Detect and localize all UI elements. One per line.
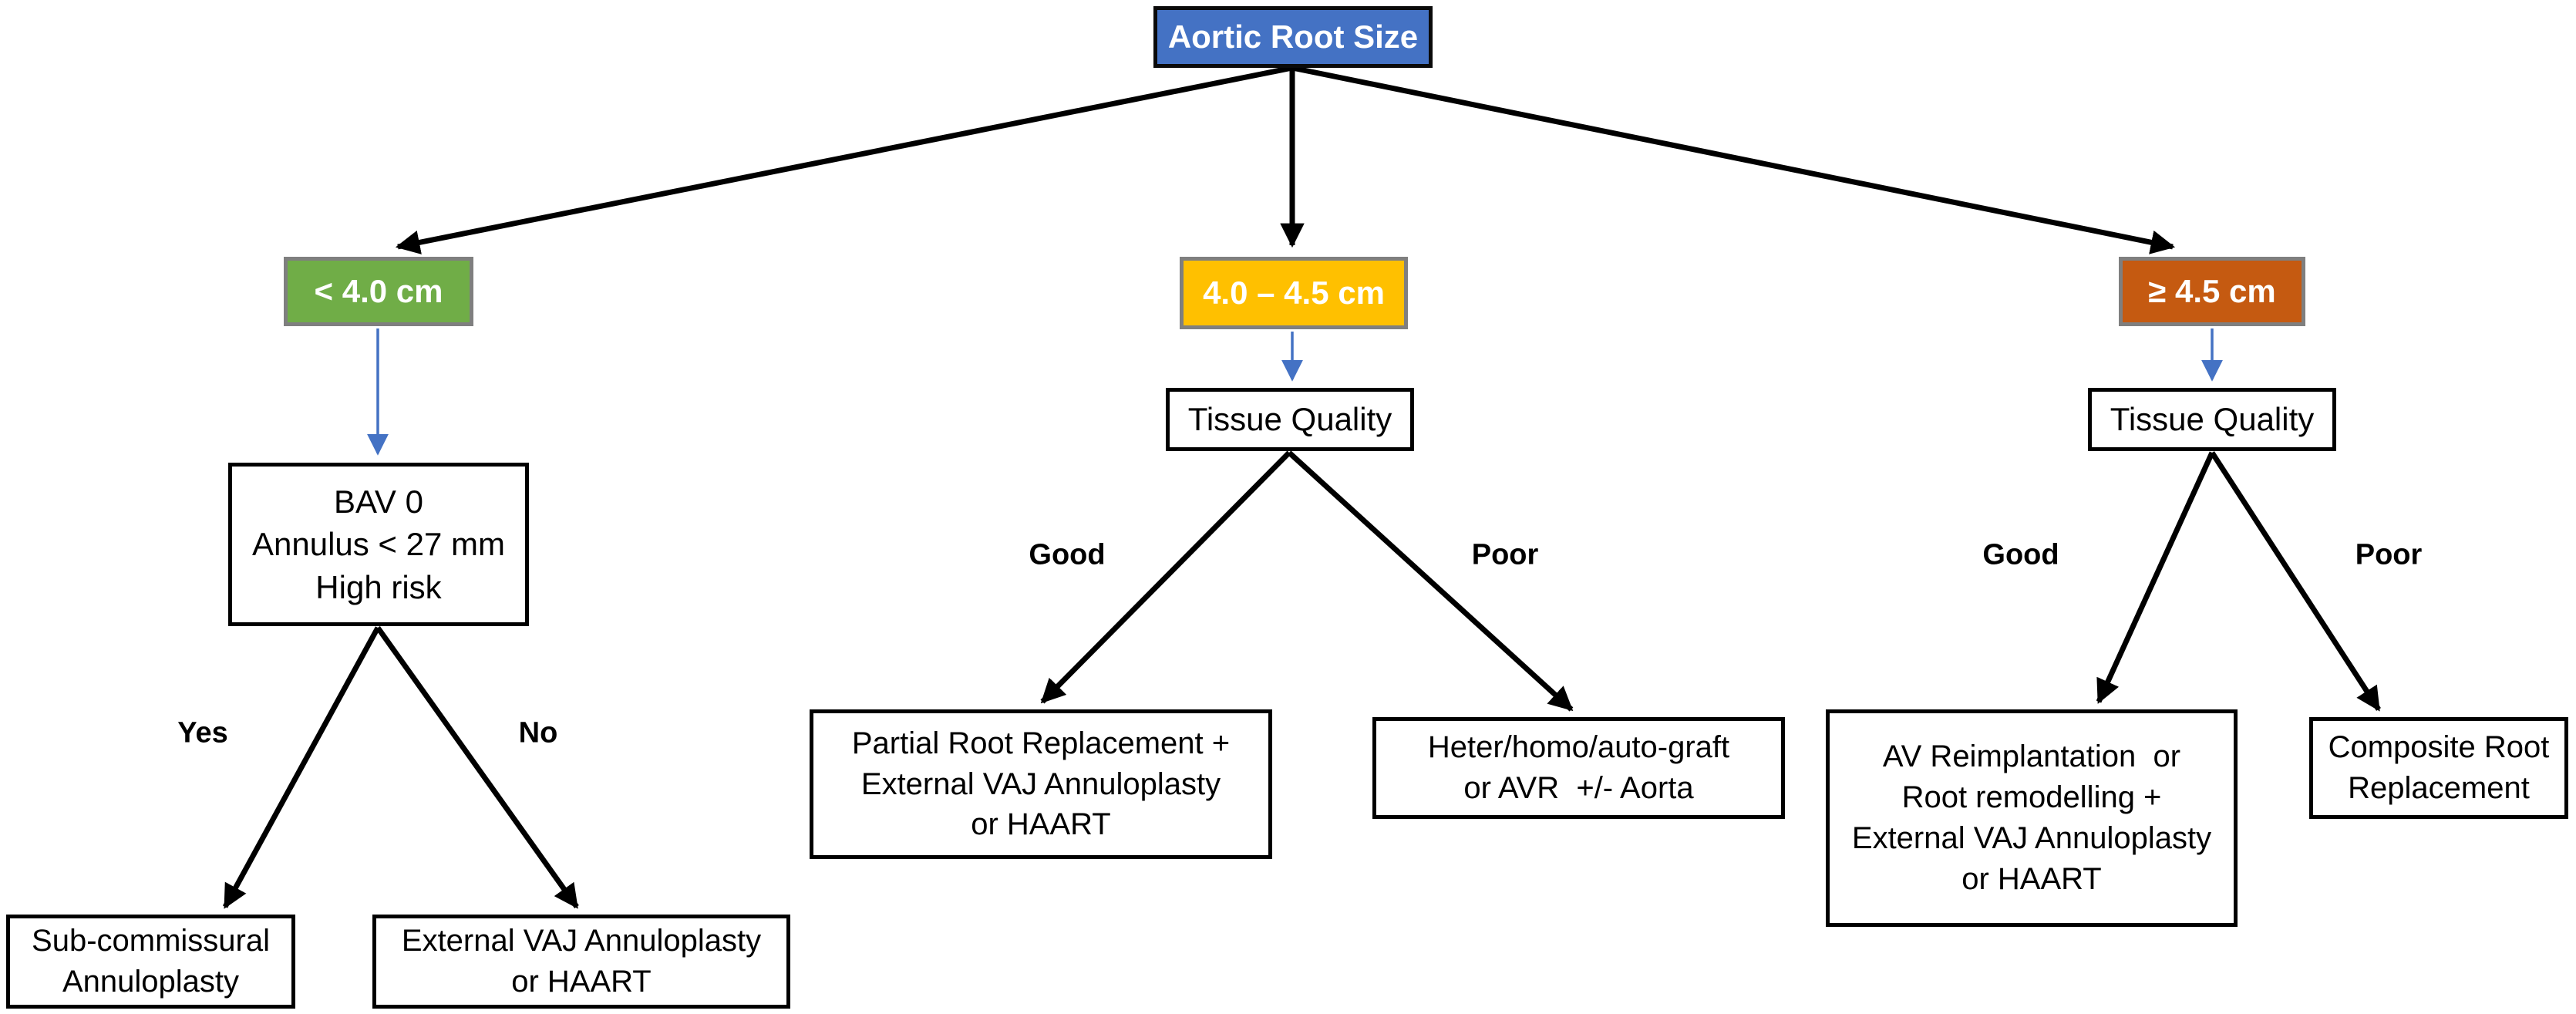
node-size-ge-4p5cm-label: ≥ 4.5 cm [2148,273,2276,310]
node-bav-criteria: BAV 0 Annulus < 27 mm High risk [228,463,529,626]
node-external-vaj-annuloplasty: External VAJ Annuloplasty or HAART [372,915,790,1009]
edge-root-to-lt40 [395,65,1293,254]
node-size-lt-4cm-label: < 4.0 cm [314,273,443,310]
node-size-4-to-4p5cm-label: 4.0 – 4.5 cm [1203,275,1385,312]
node-external-vaj-annuloplasty-label: External VAJ Annuloplasty or HAART [401,924,762,999]
edge-tq-good-to-av-reimplantation [2096,451,2215,704]
node-tissue-quality-mid: Tissue Quality [1166,388,1414,451]
node-size-lt-4cm: < 4.0 cm [284,257,473,326]
node-subcommissural-annuloplasty: Sub-commissural Annuloplasty [6,915,295,1009]
node-tissue-quality-right: Tissue Quality [2088,388,2336,451]
node-partial-root-replacement-label: Partial Root Replacement + External VAJ … [851,726,1231,842]
node-tissue-quality-mid-label: Tissue Quality [1187,401,1392,438]
edge-label-good-right: Good [1982,538,2059,571]
edge-tq-poor-to-graft-avr [1287,450,1574,712]
node-bav-criteria-label: BAV 0 Annulus < 27 mm High risk [251,483,505,605]
edge-label-no: No [518,716,558,750]
node-composite-root-replacement: Composite Root Replacement [2309,717,2568,819]
node-graft-or-avr-label: Heter/homo/auto-graft or AVR +/- Aorta [1427,730,1730,805]
node-aortic-root-size: Aortic Root Size [1153,6,1433,68]
node-size-ge-4p5cm: ≥ 4.5 cm [2119,257,2305,326]
edge-label-yes: Yes [177,716,228,750]
node-av-reimplantation: AV Reimplantation or Root remodelling + … [1826,709,2238,927]
node-aortic-root-size-label: Aortic Root Size [1167,19,1419,56]
node-size-4-to-4p5cm: 4.0 – 4.5 cm [1180,257,1408,329]
edge-bav-yes-to-subcommissural [222,626,381,909]
edge-label-good-mid: Good [1029,538,1106,571]
node-subcommissural-annuloplasty-label: Sub-commissural Annuloplasty [32,924,270,999]
edge-tq-poor-to-composite-root [2210,451,2381,712]
edge-bav-no-to-external-vaj [375,625,579,909]
node-av-reimplantation-label: AV Reimplantation or Root remodelling + … [1851,739,2212,896]
node-composite-root-replacement-label: Composite Root Replacement [2328,730,2550,805]
node-graft-or-avr: Heter/homo/auto-graft or AVR +/- Aorta [1372,717,1785,819]
edge-label-poor-mid: Poor [1471,538,1539,571]
node-partial-root-replacement: Partial Root Replacement + External VAJ … [810,709,1272,859]
edge-root-to-ge45 [1291,65,2176,254]
edge-tq-good-to-partial-root [1040,450,1291,704]
node-tissue-quality-right-label: Tissue Quality [2110,401,2315,438]
edge-label-poor-right: Poor [2355,538,2423,571]
